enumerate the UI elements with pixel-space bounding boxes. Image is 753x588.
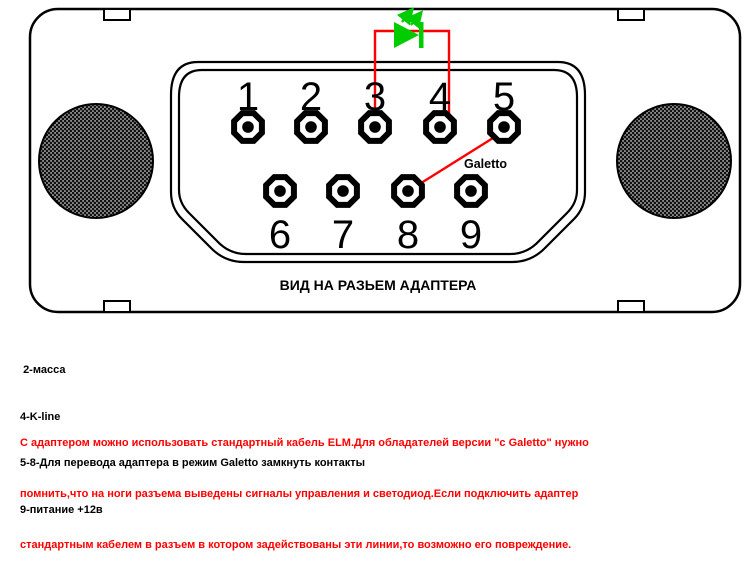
warning-line-1: С адаптером можно использовать стандартн… <box>20 437 589 449</box>
pin-7-label: 7 <box>332 213 354 257</box>
pin-2-label: 2 <box>300 75 322 119</box>
screw-hole-right <box>616 103 732 219</box>
pin-7 <box>326 174 360 208</box>
pin-3-label: 3 <box>364 75 386 119</box>
pin-9 <box>454 174 488 208</box>
connector-drawing: 1 2 3 4 5 6 7 8 9 Galetto ВИД НА РАЗЬЕМ … <box>28 7 742 314</box>
pin-2 <box>294 110 328 144</box>
pin-5-label: 5 <box>493 75 515 119</box>
pin-6-label: 6 <box>269 213 291 257</box>
case-tab-top-right <box>617 8 645 21</box>
note-line-2: 4-K-line <box>20 410 61 423</box>
led-wire-pins-3-4 <box>373 29 451 116</box>
pin-3 <box>358 110 392 144</box>
pin-8 <box>391 174 425 208</box>
dsub-outline-inner <box>177 68 579 256</box>
case-tab-bottom-left <box>103 300 131 313</box>
case-tab-top-left <box>103 8 131 21</box>
pin-5 <box>487 110 521 144</box>
galetto-jumper-wire-pins-8-5 <box>409 131 502 192</box>
screw-hole-left <box>38 103 154 219</box>
led-icon <box>394 7 424 48</box>
pin-1-label: 1 <box>237 75 259 119</box>
dsub-outline-outer <box>169 60 587 264</box>
adapter-case-outline <box>28 7 742 314</box>
case-tab-bottom-right <box>617 300 645 313</box>
pin-8-label: 8 <box>397 213 419 257</box>
pin-4 <box>423 110 457 144</box>
led-light-arrow <box>405 10 424 29</box>
adapter-pinout-diagram: 1 2 3 4 5 6 7 8 9 Galetto ВИД НА РАЗЬЕМ … <box>20 7 742 551</box>
view-title: ВИД НА РАЗЬЕМ АДАПТЕРА <box>280 277 477 293</box>
led-cathode-bar <box>419 22 424 48</box>
note-line-3: 5-8-Для перевода адаптера в режим Galett… <box>20 457 365 469</box>
pin-4-label: 4 <box>429 75 451 119</box>
warning-line-3: стандартным кабелем в разъем в котором з… <box>20 539 572 551</box>
pin-9-label: 9 <box>460 213 482 257</box>
galetto-label: Galetto <box>464 157 507 171</box>
warning-text: С адаптером можно использовать стандартн… <box>20 401 589 588</box>
warning-line-2: помнить,что на ноги разъема выведены сиг… <box>20 488 579 500</box>
pin-1 <box>231 110 265 144</box>
pin-6 <box>263 174 297 208</box>
note-line-1: 2-масса <box>20 364 66 376</box>
led-triangle <box>394 22 419 48</box>
